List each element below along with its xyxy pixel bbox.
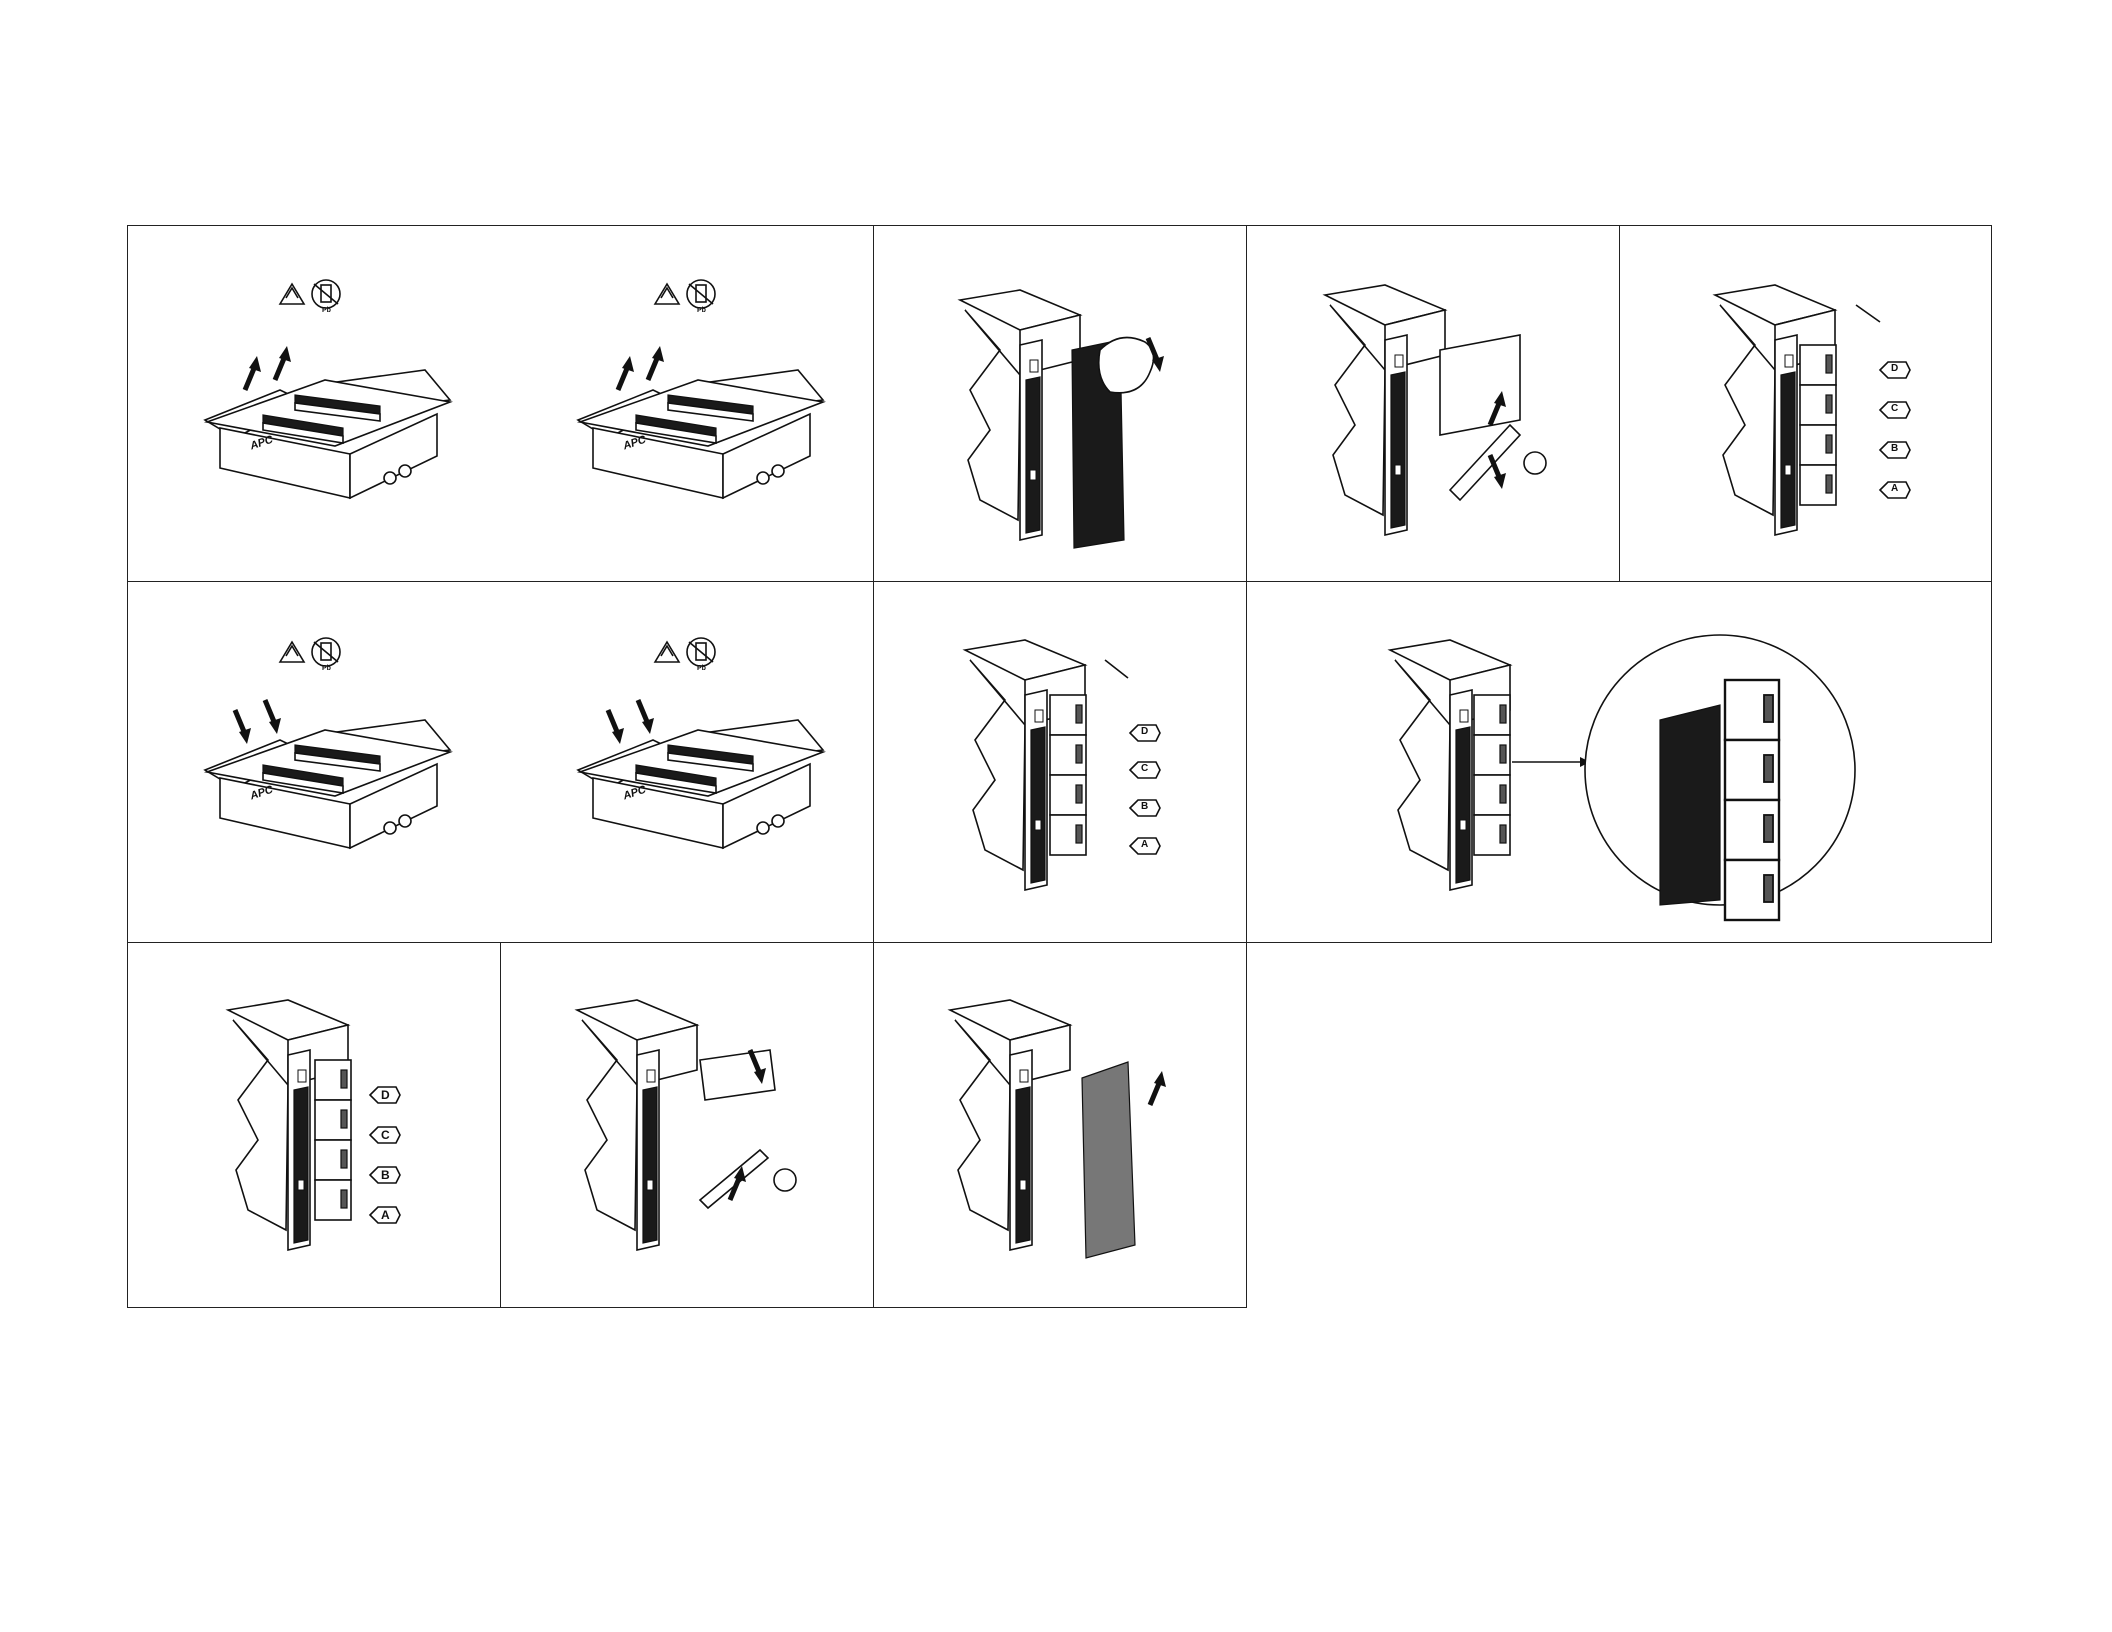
battery-label-c: C xyxy=(381,1128,390,1142)
arrow-icon xyxy=(275,346,291,380)
screw-icon xyxy=(1524,452,1546,474)
ups-tower xyxy=(577,1000,697,1250)
battery-label-a: A xyxy=(1891,483,1898,494)
arrow-icon xyxy=(1490,455,1506,489)
screw-icon xyxy=(774,1169,796,1191)
pb-symbol-2: Pb xyxy=(697,307,706,314)
ups-tower xyxy=(960,290,1080,540)
pb-symbol-1: Pb xyxy=(322,307,331,314)
battery-label-c: C xyxy=(1141,763,1148,774)
arrow-icon xyxy=(638,700,654,734)
battery-label-d: D xyxy=(1891,363,1898,374)
recycle-symbols-3 xyxy=(280,638,340,666)
battery-modules xyxy=(1474,695,1510,855)
battery-label-a: A xyxy=(1141,839,1148,850)
battery-label-b: B xyxy=(1891,443,1898,454)
battery-modules xyxy=(315,1060,351,1220)
battery-label-a: A xyxy=(381,1208,390,1222)
recycle-symbols-4 xyxy=(655,638,715,666)
box-illustration-3 xyxy=(205,720,450,848)
box-illustration-4 xyxy=(578,720,823,848)
battery-door-panel xyxy=(1450,425,1520,500)
battery-modules xyxy=(1800,345,1836,505)
battery-label-b: B xyxy=(381,1168,390,1182)
arrow-icon xyxy=(245,356,261,390)
arrow-icon xyxy=(618,356,634,390)
arrow-icon xyxy=(1150,1071,1166,1105)
battery-door-panel xyxy=(700,1150,768,1208)
magnified-modules xyxy=(1725,680,1779,920)
battery-label-d: D xyxy=(381,1088,390,1102)
battery-door xyxy=(1440,335,1520,435)
recycle-symbols-2 xyxy=(655,280,715,308)
recycle-symbols-1 xyxy=(280,280,340,308)
arrow-icon xyxy=(265,700,281,734)
pb-symbol-3: Pb xyxy=(322,665,331,672)
battery-label-d: D xyxy=(1141,726,1148,737)
battery-label-b: B xyxy=(1141,801,1148,812)
ups-tower xyxy=(950,1000,1070,1250)
arrow-icon xyxy=(235,710,251,744)
hand-icon xyxy=(1099,338,1154,393)
arrow-icon xyxy=(608,710,624,744)
battery-modules xyxy=(1050,695,1086,855)
front-bezel xyxy=(1082,1062,1135,1258)
ups-tower xyxy=(1325,285,1445,535)
box-illustration-2 xyxy=(578,370,823,498)
box-illustration-1 xyxy=(205,370,450,498)
arrow-icon xyxy=(648,346,664,380)
pb-symbol-4: Pb xyxy=(697,665,706,672)
magnified-panel xyxy=(1660,705,1720,905)
battery-label-c: C xyxy=(1891,403,1898,414)
